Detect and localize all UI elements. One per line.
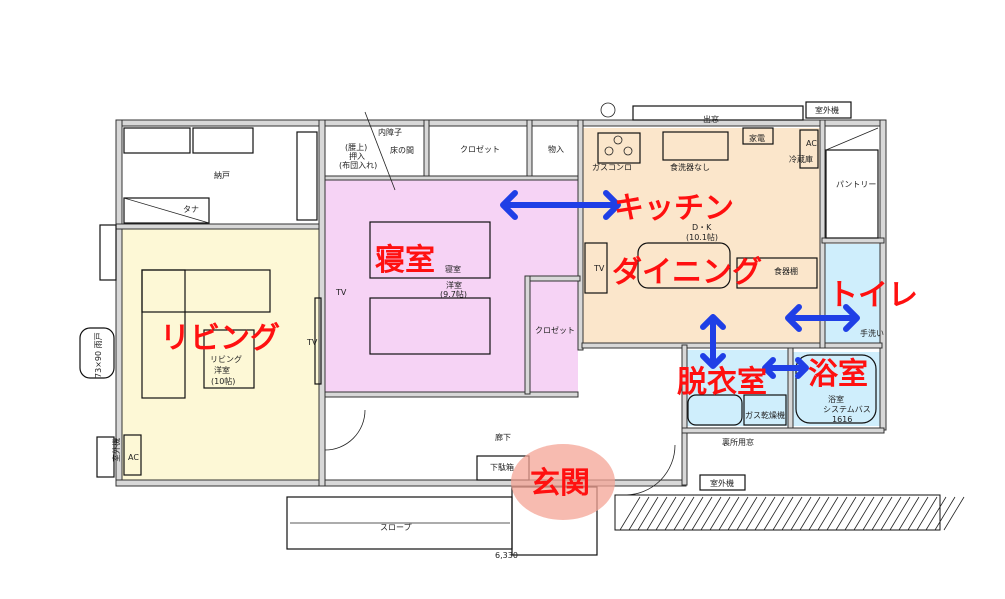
living-size: (10帖) — [211, 376, 235, 386]
outdoor-unit-left: 室外機 — [111, 438, 121, 462]
outdoor-unit-bottom: 室外機 — [710, 478, 734, 488]
ac-living: AC — [128, 453, 139, 462]
toilet-area — [824, 244, 884, 344]
handwash: 手洗い — [860, 328, 884, 338]
dining-label: ダイニング — [612, 255, 762, 290]
shelf-label: タナ — [183, 205, 199, 214]
tokonoma: 床の間 — [390, 145, 414, 155]
bay-window: 出窓 — [703, 114, 719, 124]
appliance: 家電 — [749, 133, 765, 143]
hallway-label: 廊下 — [495, 432, 511, 442]
bedroom-small-label: 寝室 — [445, 264, 461, 274]
living-label: リビング — [160, 321, 280, 356]
bedroom-area — [325, 180, 578, 395]
double-arrow-dining-toilet — [785, 304, 860, 332]
dimension: 6,330 — [495, 551, 518, 560]
flow-arrows — [500, 190, 860, 379]
uchishoji: 内障子 — [378, 127, 402, 137]
outdoor-unit-top: 室外機 — [815, 105, 839, 115]
bath-area — [792, 352, 882, 426]
double-arrow-bedroom-kitchen — [500, 190, 621, 220]
fixtures — [79, 101, 879, 556]
dryer: ガス乾燥機 — [745, 410, 785, 420]
small-labels: 納戸 タナ リビング 洋室 (10帖) TV AC 室外機 73×90 雨戸 (… — [94, 105, 884, 560]
bath-label: 浴室 — [808, 357, 868, 392]
ac-kitchen: AC — [806, 139, 817, 148]
no-dishwasher: 食洗器なし — [670, 162, 710, 172]
living-area — [120, 228, 322, 484]
storage-top: 物入 — [548, 144, 564, 154]
double-arrow-dressing-bath — [762, 357, 809, 379]
tv-dining: TV — [593, 264, 605, 273]
gas-stove: ガスコンロ — [592, 162, 632, 172]
oshiire-1: (腰上) — [345, 143, 367, 152]
dressing-label: 脱衣室 — [677, 365, 767, 400]
entrance-highlight — [511, 444, 615, 520]
oshiire-3: (布団入れ) — [339, 160, 377, 170]
oshiire-2: 押入 — [349, 151, 365, 161]
shoe-box: 下駄箱 — [490, 462, 514, 472]
kitchen-label: キッチン — [614, 191, 734, 226]
system-bath: システムバス — [823, 405, 871, 414]
dk-label: D・K — [692, 223, 712, 232]
bedroom-label: 寝室 — [375, 243, 435, 278]
slope-label: スロープ — [380, 523, 412, 532]
closet-mid: クロゼット — [535, 325, 575, 335]
bedroom-size: (9.7帖) — [440, 289, 467, 299]
closet-top: クロゼット — [460, 144, 500, 154]
bath-size: 1616 — [832, 415, 852, 424]
entrance-label: 玄関 — [530, 466, 590, 501]
dk-size: (10.1帖) — [686, 232, 718, 242]
storage-label: 納戸 — [214, 170, 230, 180]
hatched-terrace — [614, 494, 965, 531]
pantry: パントリー — [836, 180, 876, 189]
tv-bedroom: TV — [335, 288, 347, 297]
cupboard: 食器棚 — [774, 266, 798, 276]
tv-living: TV — [306, 338, 318, 347]
living-small-label: リビング — [210, 354, 242, 364]
window-left: 73×90 雨戸 — [94, 332, 103, 378]
double-arrow-dining-dressing — [700, 314, 726, 369]
bedroom-type: 洋室 — [446, 280, 462, 290]
kitchen-dining-area — [582, 128, 822, 345]
kitchen-door: 裏所用窓 — [722, 437, 754, 447]
living-type: 洋室 — [214, 365, 230, 375]
toilet-label: トイレ — [828, 278, 918, 313]
walls — [115, 119, 887, 487]
room-labels: リビング 寝室 キッチン ダイニング トイレ 脱衣室 浴室 玄関 — [160, 191, 918, 501]
fridge: 冷蔵庫 — [789, 154, 813, 164]
bath-small-label: 浴室 — [828, 394, 844, 404]
